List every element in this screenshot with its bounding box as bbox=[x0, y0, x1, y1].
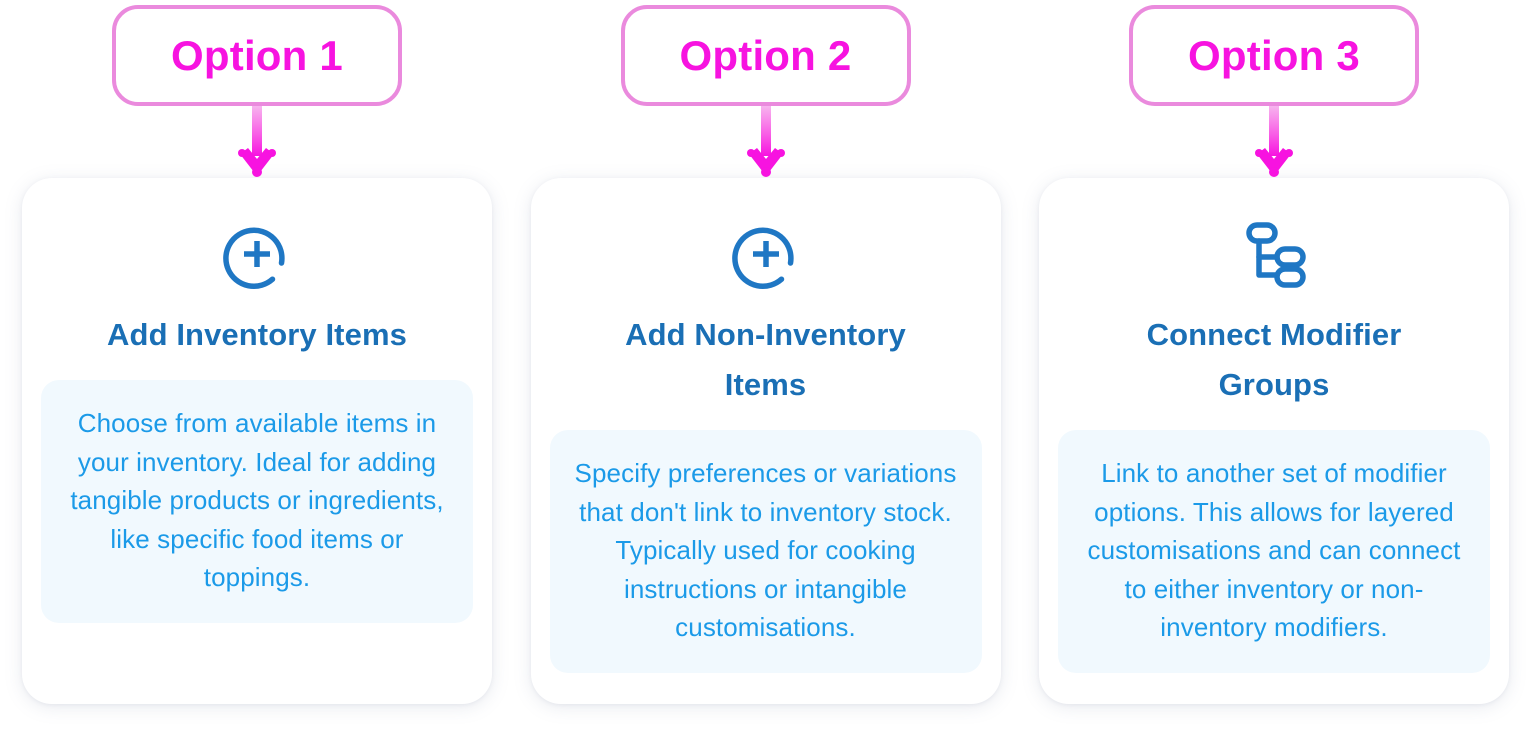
card-description: Specify preferences or variations that d… bbox=[549, 430, 982, 673]
arrow-down-icon-1 bbox=[237, 106, 277, 178]
arrow-down-icon-3 bbox=[1254, 106, 1294, 178]
option-card-2[interactable]: Add Non-Inventory Items Specify preferen… bbox=[530, 178, 1001, 704]
arrow-down-icon-2 bbox=[746, 106, 786, 178]
option-card-3[interactable]: Connect Modifier Groups Link to another … bbox=[1039, 178, 1509, 704]
card-title: Add Non-Inventory Items bbox=[625, 317, 906, 403]
plus-circle-icon bbox=[728, 212, 804, 296]
card-description: Choose from available items in your inve… bbox=[41, 380, 473, 623]
card-description: Link to another set of modifier options.… bbox=[1058, 430, 1490, 673]
option-pill-label: Option 1 bbox=[171, 31, 343, 79]
plus-circle-icon bbox=[219, 212, 295, 296]
card-title: Connect Modifier Groups bbox=[1146, 317, 1402, 403]
option-pill-2[interactable]: Option 2 bbox=[620, 5, 911, 106]
option-pill-label: Option 2 bbox=[679, 31, 852, 79]
option-column-3: Option 3 bbox=[1039, 0, 1509, 734]
option-column-2: Option 2 bbox=[530, 0, 1001, 734]
option-pill-1[interactable]: Option 1 bbox=[112, 5, 402, 106]
option-card-1[interactable]: Add Inventory Items Choose from availabl… bbox=[22, 178, 492, 704]
hierarchy-tree-icon bbox=[1236, 212, 1312, 296]
option-pill-label: Option 3 bbox=[1188, 31, 1360, 79]
card-title: Add Inventory Items bbox=[107, 317, 407, 352]
option-pill-3[interactable]: Option 3 bbox=[1129, 5, 1419, 106]
option-column-1: Option 1 bbox=[22, 0, 492, 734]
